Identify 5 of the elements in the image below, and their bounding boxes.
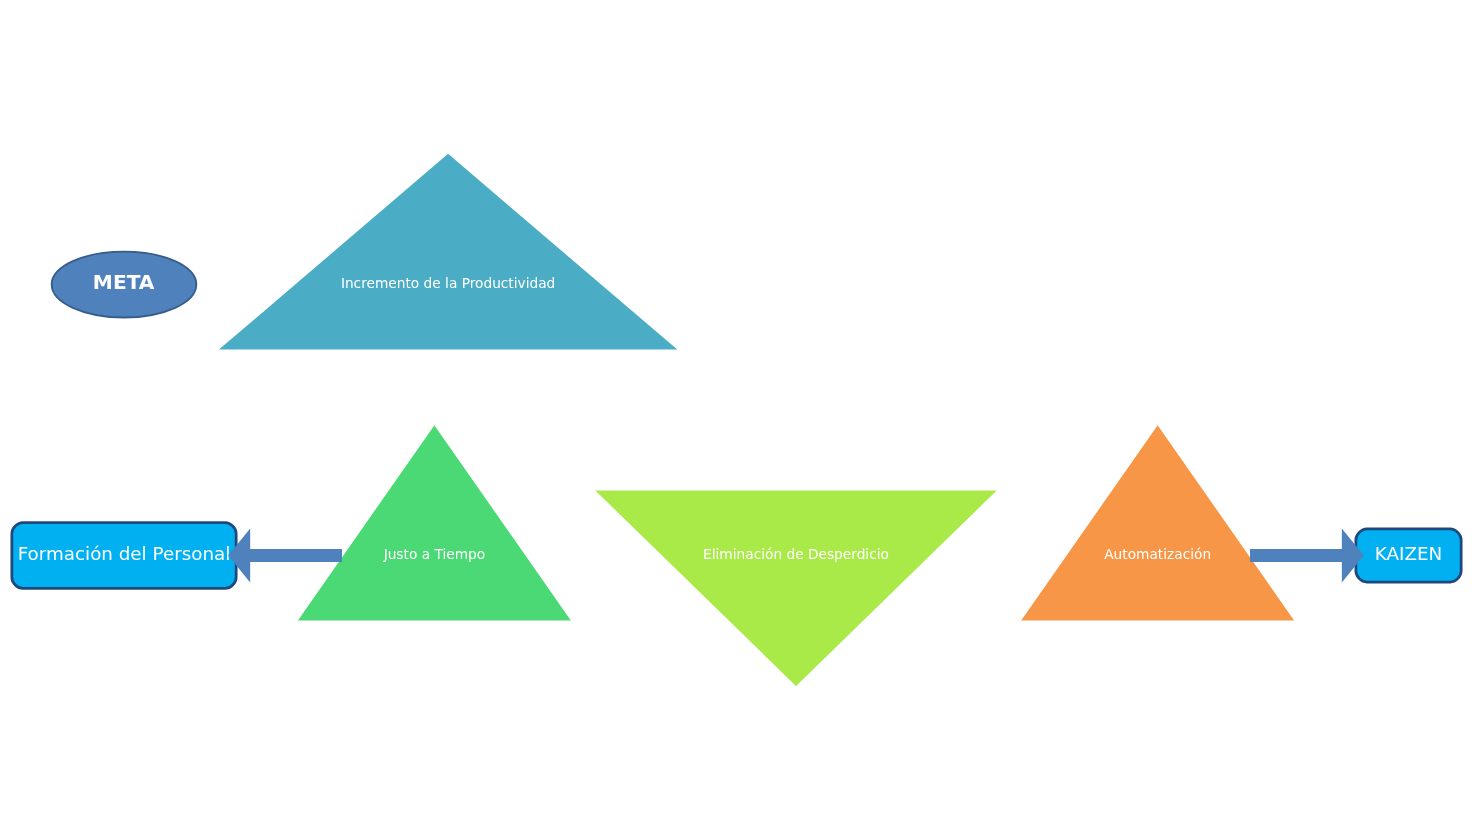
arrow <box>228 528 342 582</box>
arrow <box>1250 528 1364 582</box>
node-ellipse: META <box>50 250 198 318</box>
node-box: KAIZEN <box>1354 527 1463 583</box>
node-box: Formación del Personal <box>10 520 238 590</box>
